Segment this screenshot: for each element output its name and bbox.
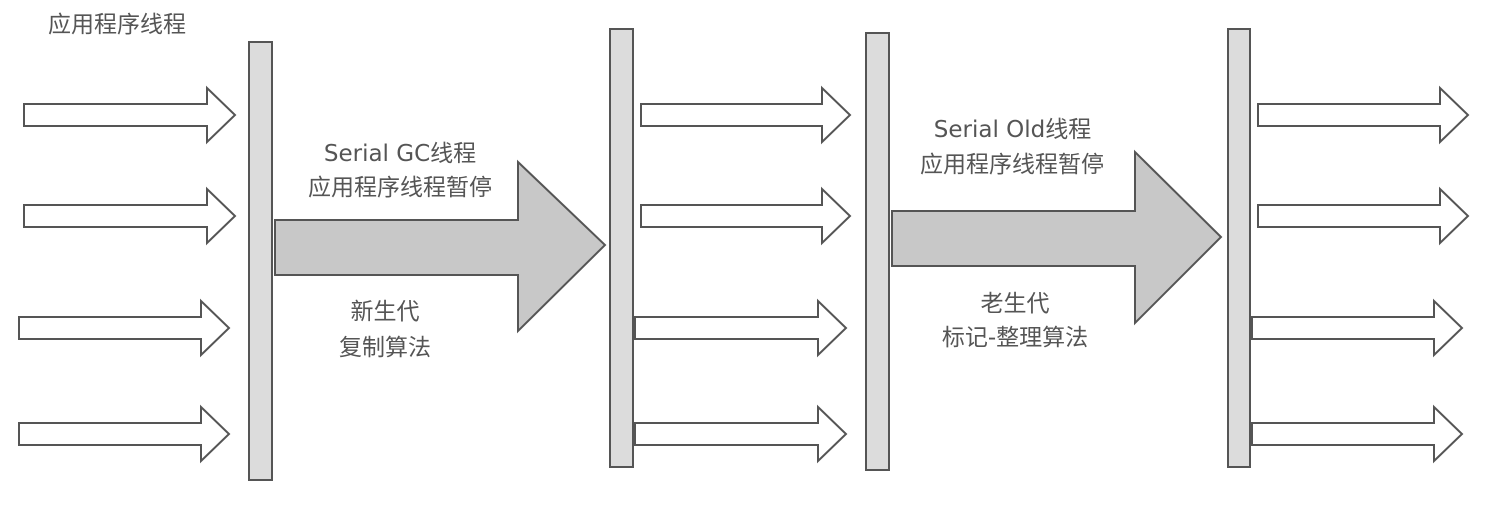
serial-old-algorithm: 标记-整理算法 <box>941 325 1089 351</box>
serial-old-generation: 老生代 <box>980 291 1050 317</box>
app-thread-arrow <box>1257 85 1470 145</box>
app-thread-arrow <box>1257 186 1470 246</box>
serial-old-pause-note: 应用程序线程暂停 <box>920 152 1104 178</box>
safepoint-bar <box>609 28 634 468</box>
app-thread-arrow <box>634 404 848 464</box>
app-thread-arrow <box>1251 298 1464 358</box>
serial-old-title: Serial Old线程 <box>933 117 1092 143</box>
serial-gc-algorithm: 复制算法 <box>339 335 431 361</box>
app-thread-arrow <box>23 85 237 145</box>
serial-old-arrow <box>891 149 1223 326</box>
app-thread-arrow <box>18 298 231 358</box>
app-thread-arrow <box>23 186 237 246</box>
serial-gc-pause-note: 应用程序线程暂停 <box>308 175 492 201</box>
serial-gc-generation: 新生代 <box>350 299 420 325</box>
app-thread-arrow <box>1251 404 1464 464</box>
app-thread-arrow <box>18 404 231 464</box>
app-threads-label: 应用程序线程 <box>48 12 186 38</box>
app-thread-arrow <box>640 85 852 145</box>
serial-gc-arrow <box>274 159 607 334</box>
safepoint-bar <box>1227 28 1251 468</box>
serial-gc-title: Serial GC线程 <box>323 141 477 167</box>
app-thread-arrow <box>640 186 852 246</box>
app-thread-arrow <box>634 298 848 358</box>
safepoint-bar <box>248 41 273 481</box>
safepoint-bar <box>865 32 890 471</box>
